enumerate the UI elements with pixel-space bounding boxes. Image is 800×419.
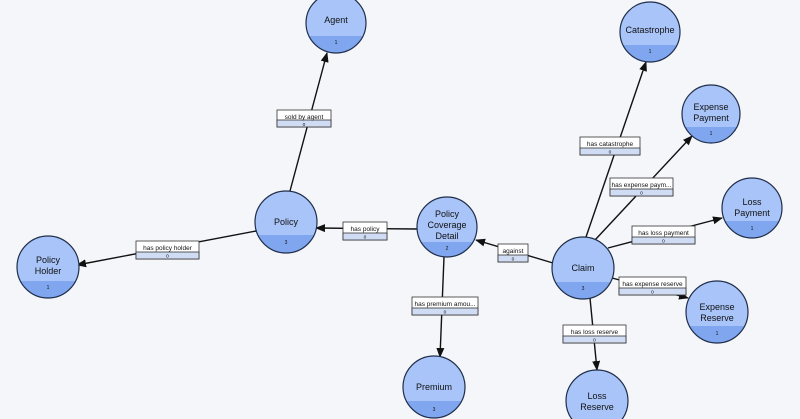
node-loss-payment[interactable]: Loss Payment 1 <box>721 177 783 241</box>
edge-label-text: has loss reserve <box>571 329 619 336</box>
node-count: 3 <box>582 286 585 292</box>
node-count: 1 <box>335 40 338 46</box>
edge-label-has-expense-payment[interactable]: has expense paym... 0 <box>609 177 674 197</box>
node-label: Loss <box>742 197 762 207</box>
node-count: 2 <box>446 246 449 252</box>
edge-labels: sold by agent 0 has policy holder 0 has … <box>135 109 696 344</box>
node-premium[interactable]: Premium 3 <box>402 355 466 419</box>
node-loss-reserve[interactable]: Loss Reserve <box>565 369 629 419</box>
node-label: Coverage <box>427 220 466 230</box>
edge-label-text: has policy <box>351 226 381 233</box>
node-label: Policy <box>435 209 460 219</box>
node-expense-reserve[interactable]: Expense Reserve 1 <box>685 280 749 346</box>
edge-count-text: 0 <box>303 122 306 128</box>
node-claim[interactable]: Claim 3 <box>551 236 615 302</box>
edge-count-text: 0 <box>640 191 643 197</box>
edges <box>76 52 723 371</box>
node-count: 1 <box>751 226 754 232</box>
node-count: 1 <box>710 131 713 137</box>
edge-label-text: sold by agent <box>285 114 324 121</box>
edge-label-text: has expense paym... <box>612 182 672 189</box>
node-count: 1 <box>716 331 719 337</box>
nodes: Agent 1 Catastrophe 1 Expense Payment 1 … <box>16 0 783 419</box>
edge-label-has-expense-reserve[interactable]: has expense reserve 0 <box>618 276 687 296</box>
edge-label-text: has premium amou... <box>414 301 475 308</box>
node-label: Agent <box>324 15 348 25</box>
node-label: Reserve <box>700 313 734 323</box>
edge-count-text: 0 <box>166 254 169 260</box>
edge-label-text: has policy holder <box>143 245 193 252</box>
node-label: Policy <box>274 217 299 227</box>
edge-label-has-premium-amount[interactable]: has premium amou... 0 <box>411 296 479 316</box>
edge-count-text: 0 <box>662 239 665 245</box>
node-policy-holder[interactable]: Policy Holder 1 <box>16 235 80 301</box>
node-label: Holder <box>35 266 62 276</box>
edge-label-against[interactable]: against 0 <box>497 243 529 263</box>
node-agent[interactable]: Agent 1 <box>305 0 367 56</box>
edge-label-has-catastrophe[interactable]: has catastrophe 0 <box>579 136 641 156</box>
edge-label-text: has loss payment <box>638 230 689 237</box>
edge-label-text: has catastrophe <box>587 141 634 148</box>
node-label: Premium <box>416 382 452 392</box>
node-label: Loss <box>587 391 607 401</box>
node-policy-coverage-detail[interactable]: Policy Coverage Detail 2 <box>416 196 478 262</box>
edge-label-has-loss-reserve[interactable]: has loss reserve 0 <box>562 324 627 344</box>
edge-count-text: 0 <box>593 338 596 344</box>
node-count: 1 <box>47 285 50 291</box>
node-count: 3 <box>433 407 436 413</box>
node-label: Policy <box>36 255 61 265</box>
edge-count-text: 0 <box>364 235 367 241</box>
node-label: Reserve <box>580 402 614 412</box>
edge-label-has-policy-holder[interactable]: has policy holder 0 <box>135 240 200 260</box>
node-label: Payment <box>734 208 770 218</box>
edge-count-text: 0 <box>609 150 612 156</box>
node-label: Payment <box>693 113 729 123</box>
edge-label-text: against <box>503 248 524 255</box>
edge-label-has-policy[interactable]: has policy 0 <box>342 221 388 241</box>
edge-label-has-loss-payment[interactable]: has loss payment 0 <box>631 225 696 245</box>
edge-label-text: has expense reserve <box>622 281 683 288</box>
node-label: Expense <box>693 102 728 112</box>
node-label: Claim <box>571 263 594 273</box>
node-catastrophe[interactable]: Catastrophe 1 <box>619 1 681 65</box>
node-label: Catastrophe <box>625 25 674 35</box>
edge-count-text: 0 <box>444 310 447 316</box>
node-label: Expense <box>699 302 734 312</box>
node-expense-payment[interactable]: Expense Payment 1 <box>681 84 741 147</box>
node-policy[interactable]: Policy 3 <box>254 190 318 255</box>
edge-label-sold-by-agent[interactable]: sold by agent 0 <box>276 109 332 128</box>
edge-count-text: 0 <box>651 290 654 296</box>
node-label: Detail <box>435 231 458 241</box>
edge-count-text: 0 <box>512 257 515 263</box>
node-count: 3 <box>285 240 288 246</box>
node-count: 1 <box>649 49 652 55</box>
